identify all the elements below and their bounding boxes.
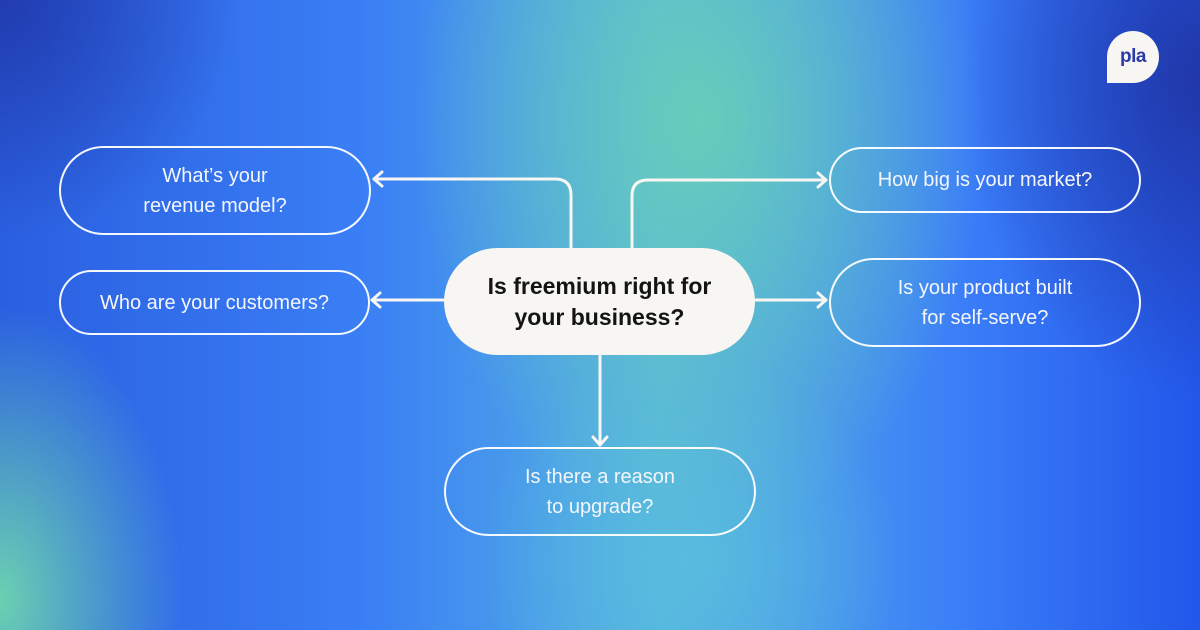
node-text: Is your product built	[897, 276, 1073, 299]
node-upgrade: Is there a reason to upgrade?	[444, 447, 756, 536]
node-text: for self-serve?	[921, 306, 1049, 329]
node-text: revenue model?	[143, 194, 287, 217]
central-question-line1: Is freemium right for	[487, 272, 712, 299]
arrow-to-market	[630, 178, 828, 250]
node-revenue-model: What’s your revenue model?	[59, 146, 371, 235]
node-market: How big is your market?	[829, 147, 1141, 213]
node-text: Is there a reason	[524, 465, 676, 488]
node-text: to upgrade?	[546, 495, 654, 518]
central-question: Is freemium right for your business?	[444, 248, 755, 355]
arrow-to-revenue-model	[372, 177, 573, 250]
logo-text: pla	[1120, 46, 1146, 67]
speech-bubble-logo-icon: pla	[1107, 31, 1159, 83]
central-question-line2: your business?	[514, 303, 685, 330]
node-self-serve: Is your product built for self-serve?	[829, 258, 1141, 347]
node-customers: Who are your customers?	[59, 270, 370, 335]
node-text: Who are your customers?	[100, 291, 329, 314]
node-text: How big is your market?	[877, 169, 1093, 191]
node-text: What’s your	[162, 164, 268, 187]
